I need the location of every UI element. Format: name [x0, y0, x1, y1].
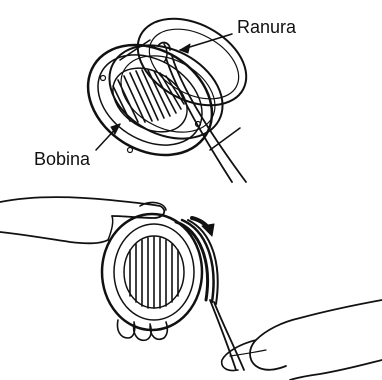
top-spool-illustration [68, 1, 262, 182]
groove-label: Ranura [237, 18, 296, 36]
bottom-winding-illustration [0, 197, 382, 380]
spool-label: Bobina [34, 150, 90, 168]
